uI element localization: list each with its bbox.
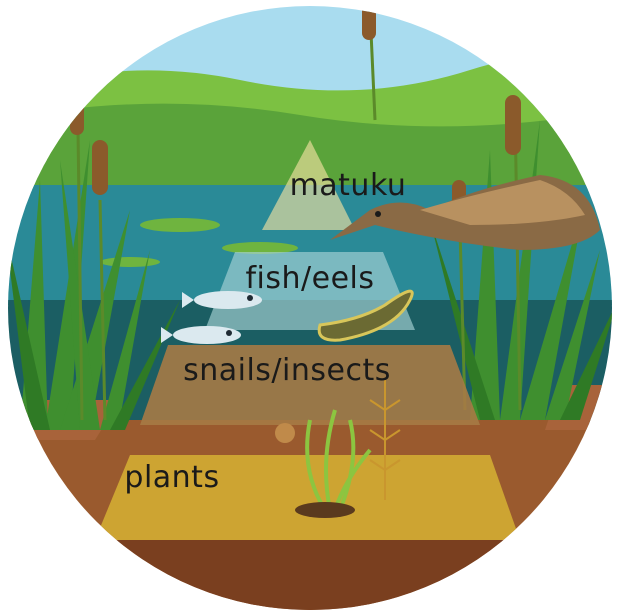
dark-mud — [0, 540, 618, 611]
tier-label-fish-eels: fish/eels — [245, 261, 374, 296]
tier-label-plants: plants — [124, 460, 219, 495]
rock-icon — [295, 502, 355, 518]
snail-icon — [275, 423, 295, 443]
lily-pad — [100, 257, 160, 267]
tier-label-snails-insects: snails/insects — [183, 353, 391, 388]
tier-label-matuku: matuku — [290, 168, 407, 203]
lily-pad — [140, 218, 220, 232]
